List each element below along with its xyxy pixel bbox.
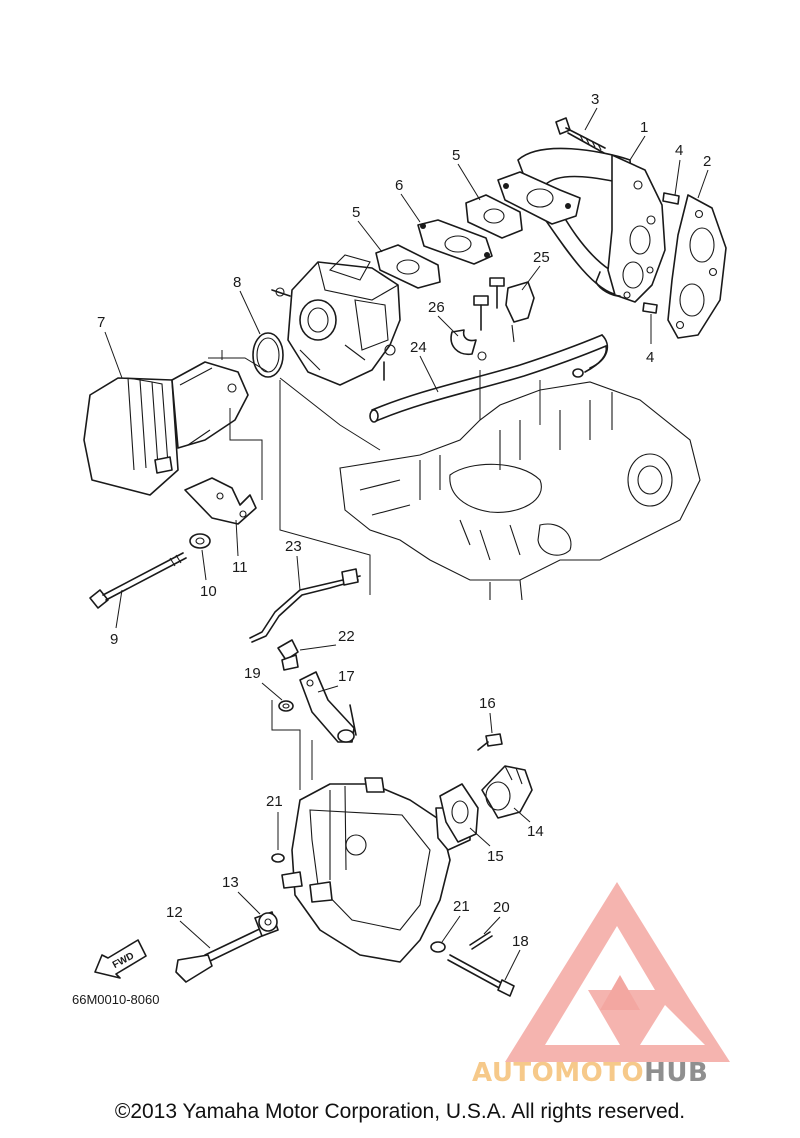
- callout-5-upper: 5: [452, 147, 460, 164]
- exhaust-gasket: [667, 194, 727, 339]
- callout-17: 17: [338, 668, 355, 685]
- callout-4-lower: 4: [646, 349, 654, 366]
- callout-6: 6: [395, 177, 403, 194]
- intake-silencer: [83, 361, 249, 496]
- callout-1: 1: [640, 119, 648, 136]
- throttle-lever: [299, 671, 357, 743]
- dowel-pins: [642, 192, 680, 314]
- elbow-screw: [477, 733, 503, 751]
- callout-4-upper: 4: [675, 142, 683, 159]
- callout-5-lower: 5: [352, 204, 360, 221]
- callout-9: 9: [110, 631, 118, 648]
- watermark-moto: MOTO: [554, 1058, 645, 1088]
- callout-3: 3: [591, 91, 599, 108]
- watermark-hub: HUB: [644, 1058, 709, 1088]
- reference-lines: [208, 350, 541, 790]
- callout-16: 16: [479, 695, 496, 712]
- intake-gasket-lower: [375, 244, 441, 289]
- callout-26: 26: [428, 299, 445, 316]
- callout-21-upper: 21: [266, 793, 283, 810]
- bolt-18: [447, 954, 515, 997]
- callout-15: 15: [487, 848, 504, 865]
- intake-flange: [497, 171, 581, 225]
- washer-21-lower: [430, 941, 446, 953]
- silencer-bolt: [89, 552, 187, 609]
- intake-gasket-upper: [465, 194, 523, 239]
- diagram-part-code: 66M0010-8060: [72, 992, 159, 1007]
- rod-clip: [277, 639, 299, 671]
- clamp-screws: [473, 277, 505, 331]
- washer-21-upper: [271, 853, 285, 863]
- callout-23: 23: [285, 538, 302, 555]
- carburetor-o-ring: [252, 332, 284, 378]
- throttle-link-rod: [249, 568, 361, 643]
- callout-20: 20: [493, 899, 510, 916]
- callout-2: 2: [703, 153, 711, 170]
- callout-19: 19: [244, 665, 261, 682]
- copyright-notice: ©2013 Yamaha Motor Corporation, U.S.A. A…: [114, 1100, 686, 1123]
- carburetor: [271, 254, 401, 386]
- fwd-arrow-icon: FWD: [94, 939, 147, 979]
- watermark-logo: [505, 882, 730, 1062]
- exhaust-manifold: [517, 147, 666, 303]
- manifold-bolt: [555, 117, 606, 154]
- grommet: [189, 533, 211, 549]
- callout-18: 18: [512, 933, 529, 950]
- callout-8: 8: [233, 274, 241, 291]
- intake-elbow: [481, 765, 533, 819]
- callout-13: 13: [222, 874, 239, 891]
- fuel-hose: [369, 334, 609, 423]
- carburetor-spacer: [417, 219, 493, 265]
- hose-clamp-25: [505, 281, 535, 343]
- washer-19: [278, 700, 294, 712]
- choke-retainer: [258, 912, 278, 932]
- callout-12: 12: [166, 904, 183, 921]
- callout-11: 11: [232, 559, 248, 576]
- callout-22: 22: [338, 628, 355, 645]
- pin-20: [469, 931, 493, 950]
- watermark-auto: AUTO: [472, 1058, 555, 1088]
- watermark-text: AUTOMOTOHUB: [472, 1058, 708, 1088]
- callout-7: 7: [97, 314, 105, 331]
- callout-25: 25: [533, 249, 550, 266]
- cylinder-block: [339, 381, 701, 601]
- callouts: 3 1 4 2 5 6 5 25 26 8 7 24 4 11 10 9 23 …: [97, 91, 711, 981]
- callout-10: 10: [200, 583, 217, 600]
- silencer-bracket: [184, 477, 257, 525]
- callout-24: 24: [410, 339, 427, 356]
- callout-14: 14: [527, 823, 544, 840]
- callout-21-lower: 21: [453, 898, 470, 915]
